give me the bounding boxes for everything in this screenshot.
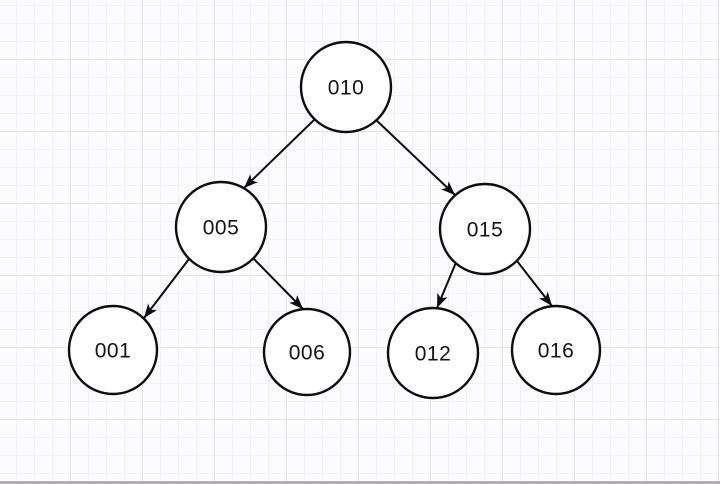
node-label: 001: [95, 340, 132, 363]
node-label: 005: [203, 217, 240, 240]
edge-015-to-016[interactable]: [516, 260, 553, 307]
node-label: 006: [289, 342, 326, 365]
edge-015-to-012[interactable]: [436, 259, 458, 309]
node-circle[interactable]: [174, 180, 268, 274]
tree-node-012: 012: [386, 306, 480, 400]
node-circle[interactable]: [67, 304, 159, 396]
node-circle[interactable]: [510, 304, 602, 396]
tree-node-010: 010: [299, 40, 393, 134]
tree-node-016: 016: [510, 304, 602, 396]
tree-node-001: 001: [67, 304, 159, 396]
edges-layer: [143, 117, 553, 319]
node-label: 010: [328, 77, 365, 100]
edge-005-to-006[interactable]: [252, 257, 304, 310]
edge-010-to-015[interactable]: [373, 117, 456, 196]
tree-node-006: 006: [262, 307, 352, 397]
canvas-bottom-edge: [0, 481, 720, 484]
edge-010-to-005[interactable]: [243, 119, 315, 189]
node-label: 015: [467, 219, 504, 242]
node-label: 012: [415, 343, 452, 366]
node-label: 016: [538, 340, 575, 363]
node-circle[interactable]: [262, 307, 352, 397]
node-circle[interactable]: [438, 182, 532, 276]
node-circle[interactable]: [386, 306, 480, 400]
node-circle[interactable]: [299, 40, 393, 134]
edge-005-to-001[interactable]: [143, 258, 190, 319]
nodes-layer: 010 005 015 001 006 012 016: [67, 40, 602, 400]
tree-node-015: 015: [438, 182, 532, 276]
tree-node-005: 005: [174, 180, 268, 274]
